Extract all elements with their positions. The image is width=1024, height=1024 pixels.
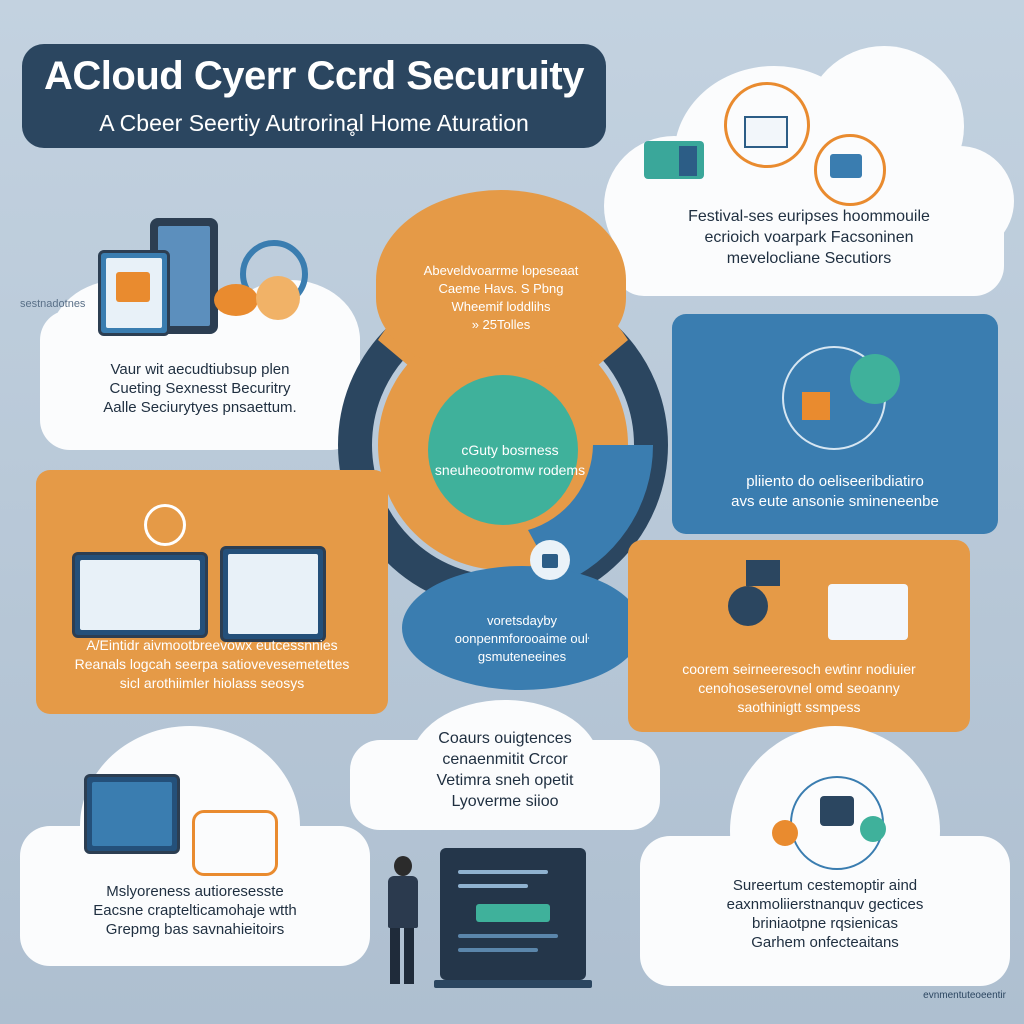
center-bottom-line: gsmuteneeines: [477, 649, 567, 664]
lock-icon: [530, 540, 570, 580]
cloud-text-line: mevelocliane Secutiors: [726, 250, 892, 267]
network-icon: [724, 82, 810, 168]
center-bottom-blob: [402, 566, 642, 690]
cloud-text-line: cenaenmitit Crcor: [442, 751, 568, 768]
person-figure: [380, 856, 426, 986]
center-top-blob: [376, 190, 626, 370]
panel-text-line: Reanals logcah seerpa satiovevesemetette…: [74, 656, 350, 672]
center-bottom-line: voretsdayby: [486, 613, 558, 628]
cloud-text-line: Vaur wit aecudtiubsup plen: [110, 361, 290, 378]
building-icon: [679, 146, 697, 176]
router-card-icon: [192, 810, 278, 876]
title-banner: ACloud Cyerr Ccrd Securuity A Cbeer Seer…: [22, 44, 606, 148]
panel-text-line: avs eute ansonie smineneenbe: [731, 493, 939, 510]
cloud-text-line: Lyoverme siioo: [451, 793, 559, 810]
panel-text-line: coorem seirneeresoch ewtinr nodiuier: [682, 661, 916, 677]
center-core-line: cGuty bosrness: [461, 442, 559, 458]
cloud-text-line: Cueting Sexnesst Becuritry: [109, 380, 291, 397]
side-label: sestnadotnes: [20, 298, 86, 310]
center-text-line: Wheemif loddlihs: [451, 299, 551, 314]
center-bottom-line: oonpenmforooaime ouŀ: [454, 631, 590, 646]
cloud-text-line: eaxnmoliierstnanquv gectices: [726, 896, 924, 913]
laptop-icon: [72, 552, 208, 638]
cloud-bottom-left: Mslyoreness autioresesste Eacsne craptel…: [20, 726, 370, 966]
center-text-line: Abeveldvoarrme lopeseaat: [423, 263, 579, 278]
cloud-text-line: Festival-ses euripses hoommouile: [688, 208, 930, 225]
cloud-text-line: Sureertum cestemoptir aind: [732, 877, 918, 894]
panel-left-orange: A/Eintidr aivmootbreevowx eutcessnnies R…: [36, 470, 388, 714]
panel-text-line: cenohoseserovnel omd seoanny: [698, 680, 900, 696]
page-title: ACloud Cyerr Ccrd Securuity: [44, 54, 584, 98]
phone-icon: [98, 250, 170, 336]
dashboard-icon: [828, 584, 908, 640]
center-core-line: sneuheootromw rodems: [434, 462, 586, 478]
cloud-text-line: Coaurs ouigtences: [438, 730, 572, 747]
device-icon: [814, 134, 886, 206]
cloud-text-line: briniaotpne rqsienicas: [752, 915, 898, 932]
page-subtitle: A Cbeer Seertiy Autrorinḁl Home Aturatio…: [99, 110, 529, 136]
panel-text-line: saothinigtt ssmpess: [737, 699, 861, 715]
panel-right-orange: coorem seirneeresoch ewtinr nodiuier cen…: [628, 540, 970, 732]
cloud-top-right: Festival-ses euripses hoommouile ecrioic…: [604, 46, 1014, 296]
monitor-icon: [744, 116, 788, 148]
presentation-screen: [440, 848, 586, 980]
panel-right-blue: pliiento do oeliseeribdiatiro avs eute a…: [672, 314, 998, 534]
panel-text-line: sicl arothiimler hiolass seosys: [119, 675, 305, 691]
camera-icon: [728, 586, 768, 626]
panel-text-line: A/Eintidr aivmootbreevowx eutcessnnies: [86, 637, 338, 653]
cloud-text-line: Garhem onfecteaitans: [751, 934, 899, 951]
cloud-text-line: Grepmg bas savnahieitoirs: [105, 921, 285, 938]
center-text-line: Caeme Havs. S Pbng: [438, 281, 564, 296]
panel-text-line: pliiento do oeliseeribdiatiro: [746, 473, 924, 490]
cloud-text-line: Eacsne craptelticamohaje wtth: [93, 902, 297, 919]
cloud-middle: Coaurs ouigtences cenaenmitit Crcor Veti…: [350, 700, 660, 840]
cloud-text-line: Mslyoreness autioresesste: [106, 883, 284, 900]
cloud-outline-icon: [144, 504, 186, 546]
cloud-text-line: Aalle Seciurytyes pnsaettum.: [103, 399, 297, 416]
cloud-text-line: ecrioich voarpark Facsoninen: [704, 229, 914, 246]
cloud-bottom-right: Sureertum cestemoptir aind eaxnmoliierst…: [640, 726, 1010, 986]
ring-teal-center: [428, 375, 578, 525]
smart-device-icon: [256, 276, 300, 320]
lamp-icon: [850, 354, 900, 404]
monitor-icon: [220, 546, 326, 642]
speaker-icon: [746, 560, 780, 586]
orange-gadget-icon: [214, 284, 258, 316]
app-tile-icon: [802, 392, 830, 420]
cloud-text-line: Vetimra sneh opetit: [436, 772, 574, 789]
footer-label: evnmentuteoeentir: [923, 990, 1006, 1001]
center-text-line: » 25Tolles: [471, 317, 531, 332]
screen-stand: [434, 980, 592, 988]
desktop-monitor-icon: [84, 774, 180, 854]
